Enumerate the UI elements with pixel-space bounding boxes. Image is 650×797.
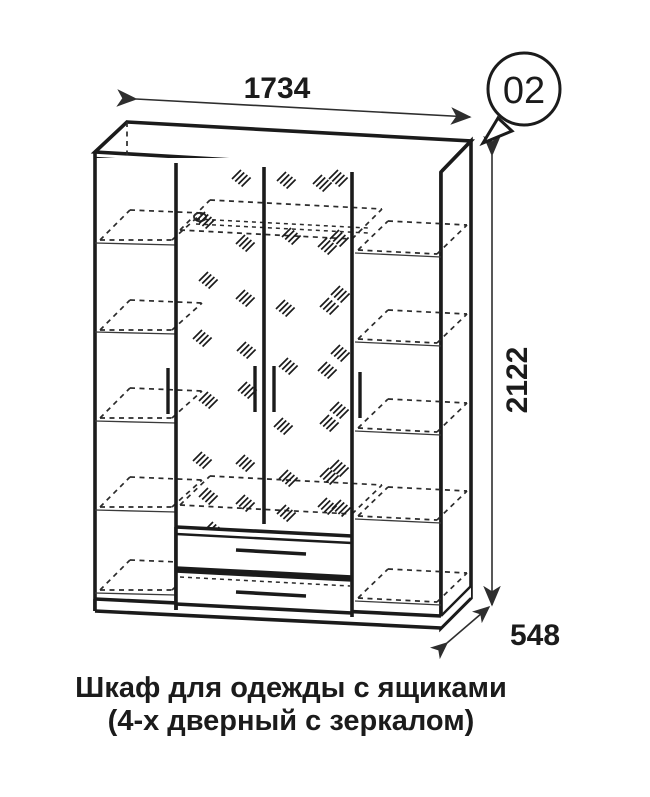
dimension-height: 2122 [483, 135, 534, 607]
drawer-handle-upper[interactable] [235, 548, 307, 556]
dimension-width-value: 1734 [244, 72, 311, 105]
dimension-depth-value: 548 [510, 619, 560, 652]
drawer-handle-lower[interactable] [235, 590, 307, 598]
door-panel-3-mirror[interactable] [272, 169, 352, 523]
hidden-shelves-right [354, 220, 468, 606]
item-number-badge[interactable]: 02 [479, 51, 562, 147]
badge-circle-icon [486, 51, 562, 127]
dimension-height-value: 2122 [501, 347, 534, 414]
badge-label: 02 [503, 70, 545, 112]
dimension-depth: 548 [429, 605, 560, 660]
caption: Шкаф для одежды с ящиками (4-х дверный с… [75, 672, 507, 737]
caption-line-2: (4-х дверный с зеркалом) [108, 705, 475, 737]
wardrobe-body [90, 120, 476, 633]
drawer-lower[interactable] [175, 569, 353, 615]
hidden-shelves-left [94, 209, 203, 596]
door-panel-2-mirror[interactable] [192, 169, 340, 540]
cabinet-right-side [439, 136, 473, 633]
dimension-width: 1734 [116, 72, 472, 125]
badge-tail-icon [479, 115, 515, 147]
caption-line-1: Шкаф для одежды с ящиками [75, 672, 507, 704]
drawer-upper[interactable] [175, 525, 353, 579]
